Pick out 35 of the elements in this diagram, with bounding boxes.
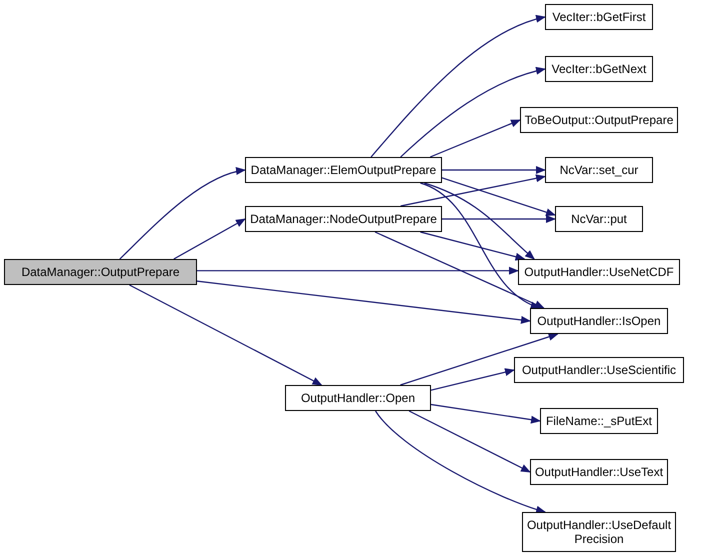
- arrow: [370, 16, 546, 158]
- arrow: [424, 182, 535, 260]
- arrow: [430, 368, 515, 391]
- arrow: [420, 231, 526, 261]
- function-box: OutputHandler::UseScientific: [514, 357, 684, 383]
- arrow: [442, 166, 546, 174]
- function-box: DataManager::NodeOutputPrepare: [245, 206, 442, 232]
- arrow: [442, 177, 556, 216]
- function-box: OutputHandler::UseNetCDF: [518, 259, 680, 285]
- function-box: OutputHandler::IsOpen: [530, 308, 668, 334]
- function-box: OutputHandler::UseText: [530, 459, 668, 485]
- arrow: [375, 410, 546, 514]
- function-box: OutputHandler::Open: [285, 385, 431, 411]
- arrow: [129, 284, 322, 386]
- function-box: OutputHandler::UseDefault Precision: [522, 512, 676, 552]
- arrow: [430, 119, 521, 158]
- function-box: NcVar::set_cur: [545, 157, 653, 183]
- arrow: [197, 266, 519, 275]
- arrow: [400, 332, 559, 386]
- arrow: [196, 280, 531, 324]
- arrow: [400, 174, 546, 207]
- function-box: ToBeOutput::OutputPrepare: [520, 107, 678, 133]
- arrow: [430, 404, 541, 424]
- arrow: [174, 218, 246, 260]
- arrow: [119, 168, 246, 260]
- arrow: [374, 231, 545, 309]
- function-box: FileName::_sPutExt: [540, 408, 658, 434]
- function-box: NcVar::put: [555, 206, 643, 232]
- function-box: VecIter::bGetNext: [545, 56, 653, 82]
- arrow: [408, 410, 531, 473]
- arrow: [442, 215, 556, 223]
- arrow: [400, 67, 546, 158]
- highlighted-function-box: DataManager::OutputPrepare: [4, 259, 197, 285]
- function-box: DataManager::ElemOutputPrepare: [245, 157, 442, 183]
- function-box: VecIter::bGetFirst: [545, 4, 653, 30]
